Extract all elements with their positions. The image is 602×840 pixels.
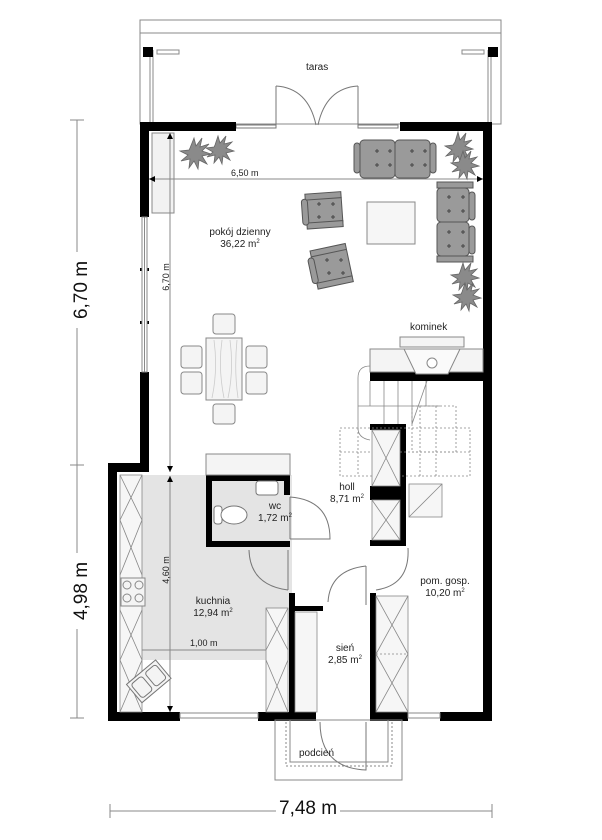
room-label-fireplace: kominek <box>410 322 448 333</box>
sofa-top <box>353 139 437 179</box>
room-name: holl <box>339 482 355 493</box>
room-label-vestibule: sień 2,85 m2 <box>320 643 370 667</box>
fireplace <box>369 336 484 375</box>
walls <box>108 122 492 721</box>
room-area: 36,22 m2 <box>220 239 260 250</box>
porch <box>274 719 403 781</box>
terrace <box>139 19 502 125</box>
coffee-table <box>366 201 416 245</box>
room-label-utility: pom. gosp. 10,20 m2 <box>415 576 475 600</box>
room-name: kuchnia <box>195 596 231 607</box>
armchair-2 <box>307 242 354 290</box>
dimension-outer-left-bottom: 4,98 m <box>71 553 93 629</box>
room-area: 2,85 m2 <box>328 655 362 666</box>
armchair-1 <box>300 191 344 230</box>
room-area: 1,72 m2 <box>258 513 292 524</box>
dining-set <box>180 313 268 425</box>
room-label-wc: wc 1,72 m2 <box>250 501 300 525</box>
sofa-right <box>436 181 476 263</box>
dimension-outer-left-top: 6,70 m <box>71 252 93 328</box>
room-label-kitchen: kuchnia 12,94 m2 <box>188 596 238 620</box>
dimension-living-depth: 6,70 m <box>161 263 171 291</box>
stairs <box>339 365 471 477</box>
room-label-taras: taras <box>306 62 329 73</box>
terrace-door <box>235 85 399 129</box>
room-area: 12,94 m2 <box>193 608 233 619</box>
room-name: sień <box>335 643 355 654</box>
dimension-kitchen-width: 1,00 m <box>190 638 218 648</box>
room-area: 8,71 m2 <box>330 494 364 505</box>
plants <box>178 130 483 313</box>
room-label-living-room: pokój dzienny 36,22 m2 <box>200 227 280 251</box>
room-name: pom. gosp. <box>420 576 470 587</box>
wc-fixtures <box>213 480 279 525</box>
left-windows <box>141 216 148 373</box>
room-name: wc <box>268 501 282 512</box>
room-label-porch: podcień <box>299 748 335 759</box>
room-label-hall: holl 8,71 m2 <box>322 482 372 506</box>
dimension-outer-bottom: 7,48 m <box>276 798 341 820</box>
room-area: 10,20 m2 <box>425 588 465 599</box>
kitchen-sink <box>125 659 172 704</box>
doors <box>248 496 409 771</box>
stove <box>120 577 146 607</box>
dimension-kitchen-depth: 4,60 m <box>161 556 171 584</box>
room-name: pokój dzienny <box>209 227 271 238</box>
dimension-inner-width: 6,50 m <box>231 168 259 178</box>
